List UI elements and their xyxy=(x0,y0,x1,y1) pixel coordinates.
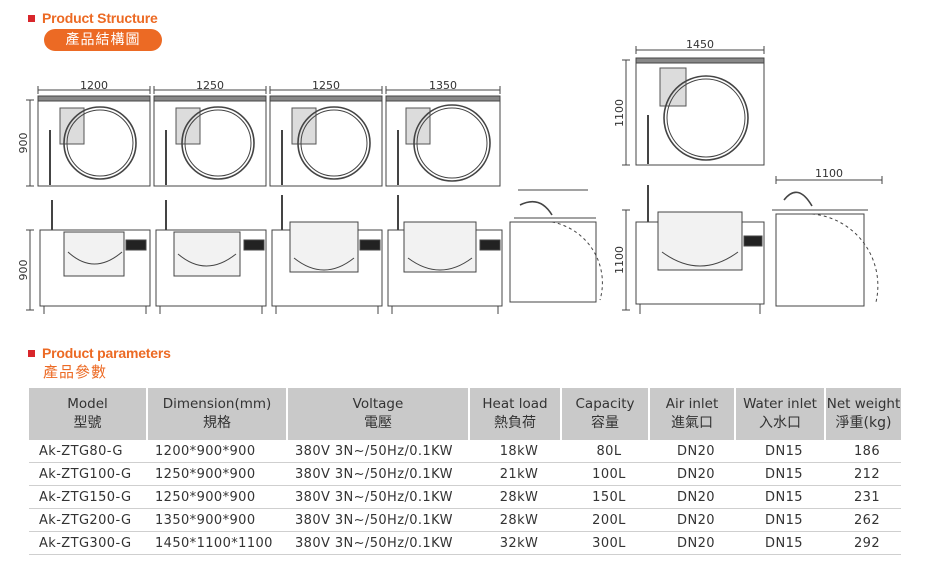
top-view-1200: 1200 xyxy=(37,79,151,187)
dim-label-1250-a: 1250 xyxy=(196,79,224,92)
cell-voltage: 380V 3N~/50Hz/0.1KW xyxy=(287,462,469,486)
cell-model: Ak-ZTG200-G xyxy=(29,508,147,532)
cell-voltage: 380V 3N~/50Hz/0.1KW xyxy=(287,440,469,463)
table-row: Ak-ZTG300-G 1450*1100*1100 380V 3N~/50Hz… xyxy=(29,531,901,555)
parameters-title-cn: 產品參數 xyxy=(43,363,108,381)
top-view-1250-a: 1250 xyxy=(153,79,267,187)
cell-voltage: 380V 3N~/50Hz/0.1KW xyxy=(287,531,469,555)
cell-model: Ak-ZTG300-G xyxy=(29,531,147,555)
table-row: Ak-ZTG80-G 1200*900*900 380V 3N~/50Hz/0.… xyxy=(29,440,901,463)
cell-air-inlet: DN20 xyxy=(649,440,735,463)
header-dimension: Dimension(mm)規格 xyxy=(146,388,287,440)
cell-heat-load: 28kW xyxy=(469,508,561,532)
cell-capacity: 300L xyxy=(561,531,649,555)
side-view-300: 1100 xyxy=(772,167,883,307)
cell-dimension: 1250*900*900 xyxy=(147,462,287,486)
cell-voltage: 380V 3N~/50Hz/0.1KW xyxy=(287,485,469,509)
parameters-title-en: Product parameters xyxy=(42,345,171,361)
cell-air-inlet: DN20 xyxy=(649,508,735,532)
cell-air-inlet: DN20 xyxy=(649,462,735,486)
dim-label-900-front: 900 xyxy=(17,260,30,281)
cell-dimension: 1250*900*900 xyxy=(147,485,287,509)
dim-label-1250-b: 1250 xyxy=(312,79,340,92)
side-view-200 xyxy=(509,189,603,303)
cell-water-inlet: DN15 xyxy=(735,462,825,486)
front-view-80 xyxy=(39,200,151,314)
cell-heat-load: 21kW xyxy=(469,462,561,486)
dim-label-1200: 1200 xyxy=(80,79,108,92)
cell-water-inlet: DN15 xyxy=(735,485,825,509)
structure-drawings: 1200 1250 1250 1350 xyxy=(17,38,883,314)
front-view-200 xyxy=(387,195,503,314)
front-view-150 xyxy=(271,195,383,314)
cell-net-weight: 262 xyxy=(825,508,901,532)
cell-model: Ak-ZTG80-G xyxy=(29,440,147,463)
cell-capacity: 100L xyxy=(561,462,649,486)
cell-voltage: 380V 3N~/50Hz/0.1KW xyxy=(287,508,469,532)
cell-model: Ak-ZTG150-G xyxy=(29,485,147,509)
cell-net-weight: 231 xyxy=(825,485,901,509)
front-view-300: 1100 xyxy=(613,185,765,314)
dim-label-1100-side: 1100 xyxy=(815,167,843,180)
front-view-100 xyxy=(155,200,267,314)
dim-label-1350: 1350 xyxy=(429,79,457,92)
cell-capacity: 200L xyxy=(561,508,649,532)
cell-heat-load: 18kW xyxy=(469,440,561,463)
cell-dimension: 1200*900*900 xyxy=(147,440,287,463)
dim-label-900-top: 900 xyxy=(17,133,30,154)
cell-capacity: 150L xyxy=(561,485,649,509)
top-view-1350: 1350 xyxy=(385,79,501,187)
dim-label-1100-top: 1100 xyxy=(613,99,626,127)
dim-label-1100-front: 1100 xyxy=(613,246,626,274)
cell-capacity: 80L xyxy=(561,440,649,463)
table-row: Ak-ZTG150-G 1250*900*900 380V 3N~/50Hz/0… xyxy=(29,485,901,509)
cell-net-weight: 212 xyxy=(825,462,901,486)
cell-net-weight: 292 xyxy=(825,531,901,555)
cell-model: Ak-ZTG100-G xyxy=(29,462,147,486)
table-row: Ak-ZTG100-G 1250*900*900 380V 3N~/50Hz/0… xyxy=(29,462,901,486)
table-row: Ak-ZTG200-G 1350*900*900 380V 3N~/50Hz/0… xyxy=(29,508,901,532)
dim-label-1450: 1450 xyxy=(686,38,714,51)
top-view-1450: 1450 1100 xyxy=(613,38,765,166)
cell-water-inlet: DN15 xyxy=(735,531,825,555)
cell-air-inlet: DN20 xyxy=(649,485,735,509)
cell-dimension: 1450*1100*1100 xyxy=(147,531,287,555)
cell-heat-load: 28kW xyxy=(469,485,561,509)
heading-bullet-icon xyxy=(28,15,35,22)
cell-air-inlet: DN20 xyxy=(649,531,735,555)
top-view-1250-b: 1250 xyxy=(269,79,383,187)
heading-bullet-icon xyxy=(28,350,35,357)
structure-title-cn: 產品結構圖 xyxy=(44,29,162,51)
cell-dimension: 1350*900*900 xyxy=(147,508,287,532)
cell-water-inlet: DN15 xyxy=(735,508,825,532)
cell-net-weight: 186 xyxy=(825,440,901,463)
structure-title-en: Product Structure xyxy=(42,10,158,26)
cell-water-inlet: DN15 xyxy=(735,440,825,463)
cell-heat-load: 32kW xyxy=(469,531,561,555)
